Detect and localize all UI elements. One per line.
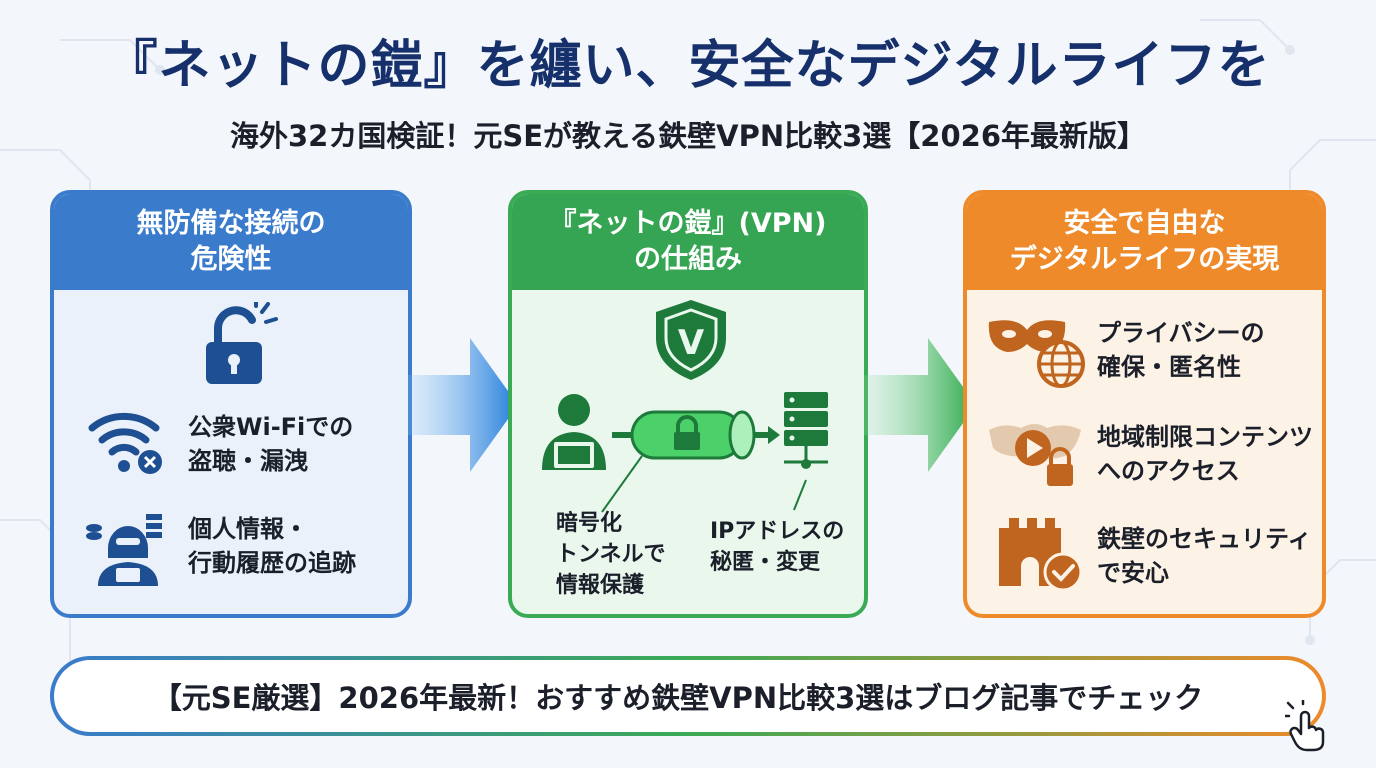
shield-v-icon: V bbox=[656, 300, 726, 380]
blog-link-banner[interactable]: 【元SE厳選】2026年最新！おすすめ鉄壁VPN比較3選はブログ記事でチェック bbox=[50, 656, 1326, 736]
benefit-item-privacy: プライバシーの 確保・匿名性 bbox=[1097, 319, 1265, 381]
benefit-item-geo: 地域制限コンテンツ へのアクセス bbox=[1097, 423, 1313, 485]
map-play-lock-icon bbox=[989, 424, 1081, 486]
danger-item-tracking: 個人情報・ 行動履歴の追跡 bbox=[188, 515, 356, 577]
panel-danger-heading: 無防備な接続の 危険性 bbox=[54, 194, 408, 290]
server-icon bbox=[784, 392, 828, 469]
arrow-right-1-icon bbox=[408, 338, 518, 472]
broken-lock-icon bbox=[206, 302, 278, 384]
danger-item-wifi: 公衆Wi-Fiでの 盗聴・漏洩 bbox=[188, 413, 354, 475]
banner-text: 【元SE厳選】2026年最新！おすすめ鉄壁VPN比較3選はブログ記事でチェック bbox=[152, 681, 1204, 715]
wifi-warning-icon bbox=[88, 412, 162, 474]
panel-danger: 無防備な接続の 危険性 公衆Wi-Fiでの 盗聴・漏洩 個人情報・ 行動履歴の追… bbox=[50, 190, 412, 618]
mask-globe-icon bbox=[988, 320, 1085, 388]
page-title: 『ネットの鎧』を纏い、安全なデジタルライフを bbox=[105, 36, 1271, 96]
panel-benefit-heading: 安全で自由な デジタルライフの実現 bbox=[967, 194, 1322, 290]
svg-text:V: V bbox=[678, 323, 705, 363]
hacker-icon bbox=[86, 514, 162, 586]
pointer-hand-icon bbox=[1285, 700, 1325, 752]
mechanism-label-tunnel: 暗号化 トンネルで 情報保護 bbox=[556, 511, 666, 598]
panel-benefit: 安全で自由な デジタルライフの実現 プライバシーの 確保・匿名性 地域制限コンテ… bbox=[963, 190, 1326, 618]
user-laptop-icon bbox=[542, 394, 606, 470]
mechanism-label-ip: IPアドレスの 秘匿・変更 bbox=[710, 519, 845, 575]
panel-mechanism-heading: 『ネットの鎧』(VPN) の仕組み bbox=[512, 194, 864, 290]
encrypted-tunnel-icon bbox=[612, 410, 780, 460]
callout-lines bbox=[601, 455, 807, 513]
arrow-right-2-icon bbox=[864, 338, 976, 472]
panel-mechanism: 『ネットの鎧』(VPN) の仕組み V 暗号化 トンネルで 情報保護 IPアドレ… bbox=[508, 190, 868, 618]
benefit-item-security: 鉄壁のセキュリティ で安心 bbox=[1097, 525, 1312, 587]
castle-check-icon bbox=[999, 518, 1083, 592]
page-subtitle: 海外32カ国検証！元SEが教える鉄壁VPN比較3選【2026年最新版】 bbox=[229, 119, 1147, 153]
